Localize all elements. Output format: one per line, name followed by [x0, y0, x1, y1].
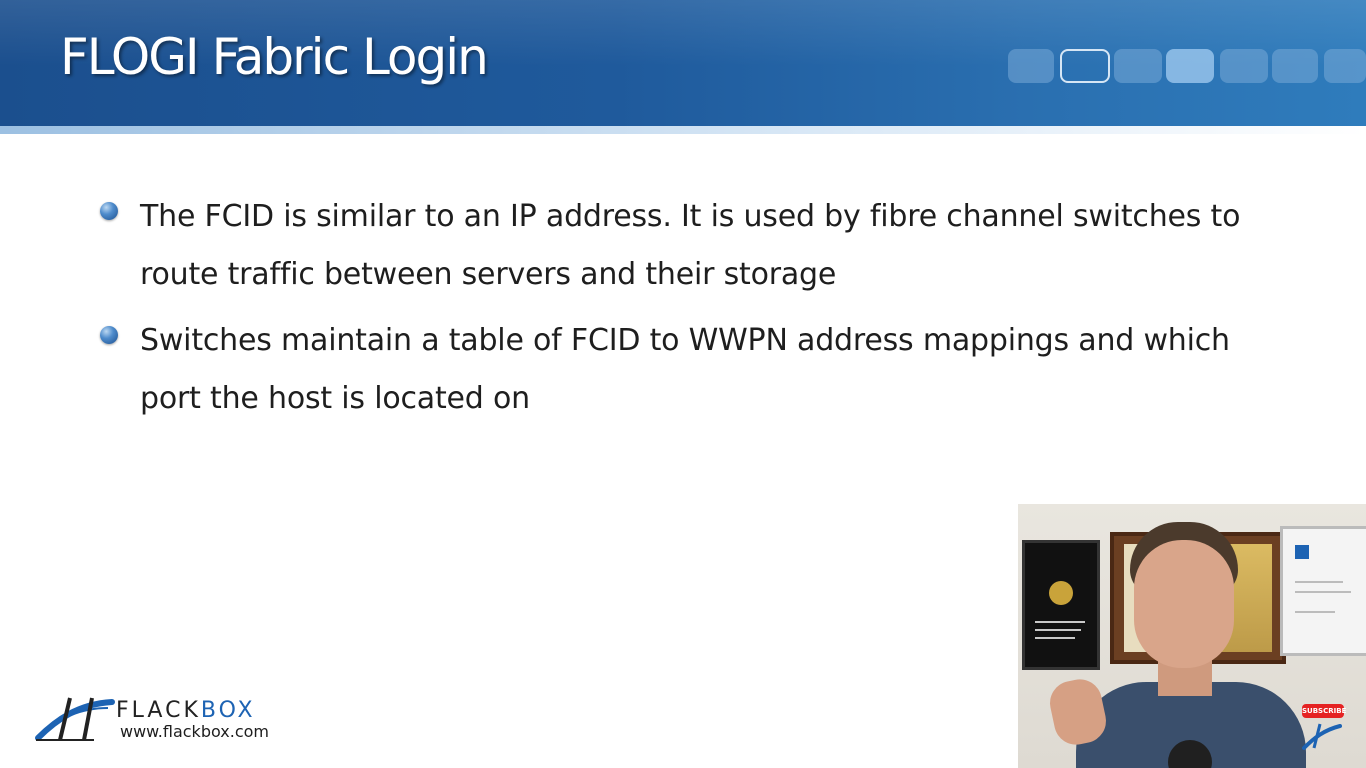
- logo-name: FLACKBOX: [116, 698, 256, 723]
- logo-url: www.flackbox.com: [120, 722, 269, 741]
- certificate-line: [1295, 591, 1351, 593]
- bullet-item: Switches maintain a table of FCID to WWP…: [96, 312, 1296, 428]
- logo-name-box: BOX: [200, 698, 256, 723]
- progress-block-1: [1008, 49, 1054, 83]
- certificate-frame: [1022, 540, 1100, 670]
- progress-block-7: [1324, 49, 1366, 83]
- bullet-icon: [100, 326, 118, 344]
- flackbox-logo: FLACKBOX www.flackbox.com: [34, 694, 294, 744]
- bullet-icon: [100, 202, 118, 220]
- presenter-head: [1134, 540, 1234, 668]
- progress-block-4: [1166, 49, 1214, 83]
- certificate-line: [1035, 621, 1085, 623]
- progress-block-5: [1220, 49, 1268, 83]
- presenter-webcam: SUBSCRIBE: [1018, 504, 1366, 768]
- certificate-line: [1295, 581, 1343, 583]
- flackbox-bridge-icon: [35, 697, 115, 741]
- certificate-frame: [1280, 526, 1366, 656]
- certificate-line: [1295, 611, 1335, 613]
- progress-block-3: [1114, 49, 1162, 83]
- bullet-list: The FCID is similar to an IP address. It…: [96, 188, 1296, 436]
- slide-header: FLOGI Fabric Login: [0, 0, 1366, 134]
- flackbox-watermark-icon: [1302, 723, 1342, 750]
- progress-block-6: [1272, 49, 1318, 83]
- certificate-line: [1035, 629, 1081, 631]
- certificate-seal-icon: [1049, 581, 1073, 605]
- logo-name-flack: FLACK: [116, 698, 201, 723]
- progress-block-2: [1060, 49, 1110, 83]
- subscribe-badge[interactable]: SUBSCRIBE: [1302, 704, 1346, 718]
- microphone-icon: [1168, 740, 1212, 768]
- certificate-line: [1035, 637, 1075, 639]
- slide-title: FLOGI Fabric Login: [60, 28, 489, 86]
- bullet-text: The FCID is similar to an IP address. It…: [140, 199, 1241, 292]
- bullet-text: Switches maintain a table of FCID to WWP…: [140, 323, 1230, 416]
- bullet-item: The FCID is similar to an IP address. It…: [96, 188, 1296, 304]
- certificate-logo-icon: [1295, 545, 1309, 559]
